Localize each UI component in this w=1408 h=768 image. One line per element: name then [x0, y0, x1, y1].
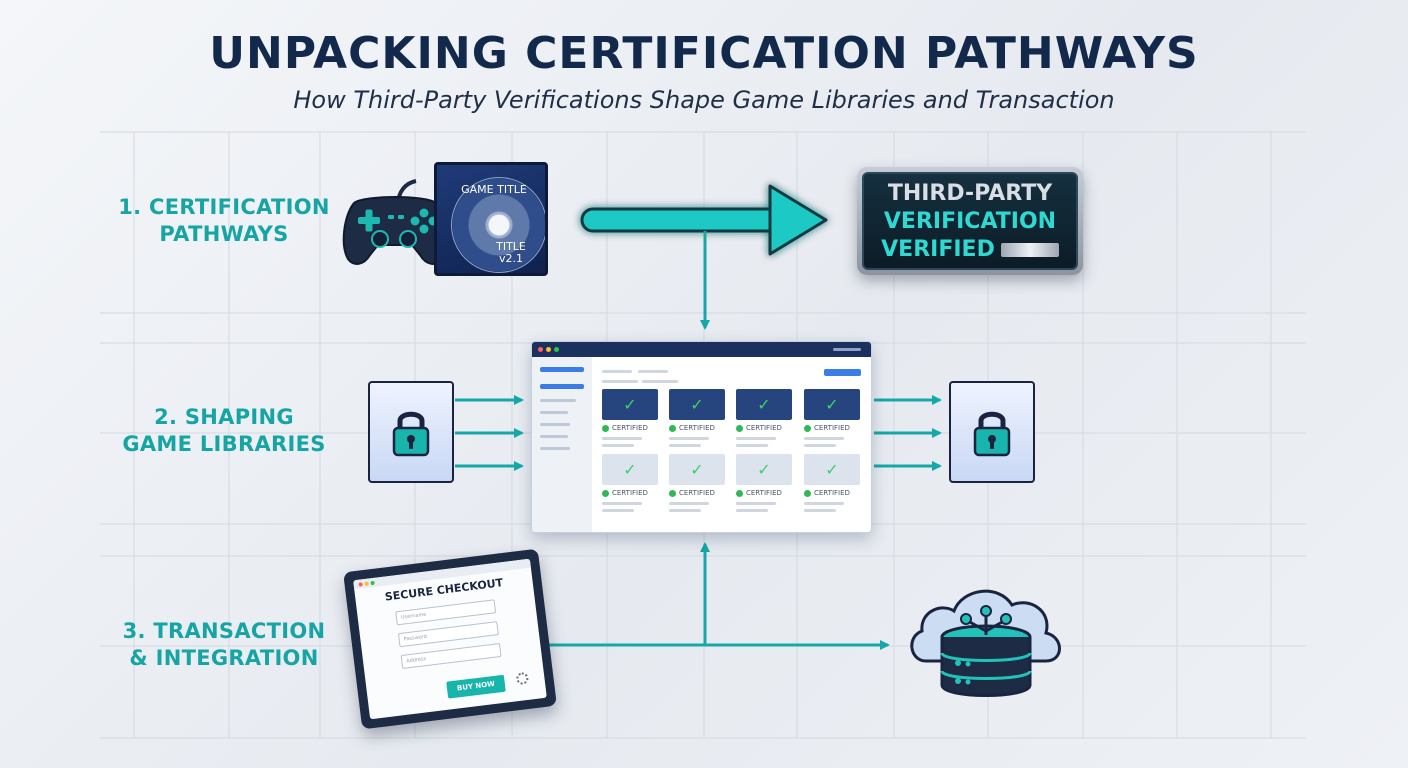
library-action-button[interactable]	[824, 369, 861, 376]
game-tile[interactable]: ✓	[804, 454, 860, 485]
check-icon: ✓	[757, 395, 771, 414]
badge-line-1: THIRD-PARTY	[887, 181, 1053, 206]
maximize-dot	[554, 347, 559, 352]
titlebar-menu	[833, 348, 861, 351]
check-icon	[602, 424, 609, 432]
check-icon: ✓	[757, 460, 771, 479]
step-3-label: 3. TRANSACTION& INTEGRATION	[122, 619, 326, 670]
certified-label: CERTIFIED	[602, 488, 648, 498]
close-dot	[538, 347, 543, 352]
game-tile[interactable]: ✓	[736, 454, 792, 485]
checkout-tablet: SECURE CHECKOUT Username Password Addres…	[343, 548, 557, 730]
library-sidebar	[532, 357, 592, 532]
cloud-database-icon	[910, 589, 1061, 697]
certified-label: CERTIFIED	[736, 488, 782, 498]
loading-spinner-icon	[515, 671, 530, 686]
check-icon	[736, 424, 743, 432]
check-icon: ✓	[825, 395, 839, 414]
check-icon	[804, 424, 811, 432]
game-library-window: ✓ CERTIFIED ✓ CERTIFIED ✓ CERTIFIED ✓ CERTIFIED…	[531, 341, 872, 533]
certified-text: CERTIFIED	[814, 489, 850, 497]
address-field[interactable]: Address	[400, 642, 502, 670]
game-tile[interactable]: ✓	[669, 454, 725, 485]
game-tile[interactable]: ✓	[602, 389, 658, 420]
page-title: UNPACKING CERTIFICATION PATHWAYS	[209, 28, 1199, 79]
game-case-label: TITLE v2.1	[496, 240, 526, 265]
certified-text: CERTIFIED	[746, 424, 782, 432]
check-icon: ✓	[825, 460, 839, 479]
lock-box-left	[368, 381, 454, 483]
game-tile[interactable]: ✓	[736, 389, 792, 420]
password-field[interactable]: Password	[397, 621, 499, 648]
gamepad-icon	[342, 179, 448, 265]
verification-badge: THIRD-PARTY VERIFICATION VERIFIED	[857, 167, 1083, 275]
certified-text: CERTIFIED	[679, 424, 715, 432]
lock-box-right	[949, 381, 1035, 483]
username-field[interactable]: Username	[395, 599, 497, 626]
game-tile[interactable]: ✓	[804, 389, 860, 420]
game-case: GAME TITLE TITLE v2.1	[434, 162, 548, 276]
check-icon	[804, 489, 811, 497]
certified-text: CERTIFIED	[814, 424, 850, 432]
check-icon	[736, 489, 743, 497]
certified-text: CERTIFIED	[679, 489, 715, 497]
main-arrow	[580, 184, 828, 256]
certified-label: CERTIFIED	[804, 488, 850, 498]
lock-icon	[973, 411, 1011, 457]
badge-line-3: VERIFIED	[864, 236, 1076, 264]
check-icon: ✓	[623, 460, 637, 479]
check-icon	[669, 489, 676, 497]
disc-icon	[451, 177, 545, 273]
check-icon: ✓	[623, 395, 637, 414]
badge-line-2: VERIFICATION	[883, 209, 1057, 234]
certified-label: CERTIFIED	[669, 423, 715, 433]
check-icon	[602, 489, 609, 497]
game-tile[interactable]: ✓	[602, 454, 658, 485]
certified-label: CERTIFIED	[602, 423, 648, 433]
badge-hologram	[1000, 243, 1059, 257]
game-tile[interactable]: ✓	[669, 389, 725, 420]
minimize-dot	[546, 347, 551, 352]
certified-text: CERTIFIED	[612, 489, 648, 497]
certified-label: CERTIFIED	[669, 488, 715, 498]
game-case-title: GAME TITLE	[461, 183, 527, 196]
lock-icon	[392, 411, 430, 457]
check-icon: ✓	[690, 460, 704, 479]
certified-label: CERTIFIED	[804, 423, 850, 433]
page-subtitle: How Third-Party Verifications Shape Game…	[293, 86, 1115, 114]
checkout-screen: SECURE CHECKOUT Username Password Addres…	[353, 558, 547, 720]
buy-now-button[interactable]: BUY NOW	[446, 674, 506, 699]
check-icon	[669, 424, 676, 432]
certified-text: CERTIFIED	[612, 424, 648, 432]
certified-label: CERTIFIED	[736, 423, 782, 433]
window-titlebar	[532, 342, 871, 357]
certified-text: CERTIFIED	[746, 489, 782, 497]
check-icon: ✓	[690, 395, 704, 414]
